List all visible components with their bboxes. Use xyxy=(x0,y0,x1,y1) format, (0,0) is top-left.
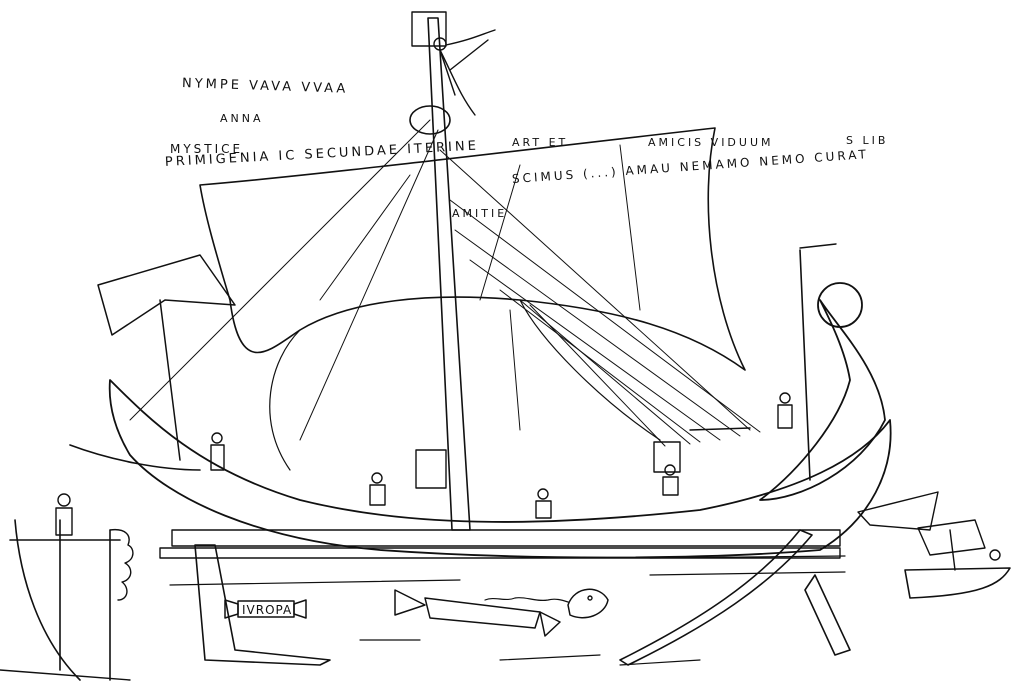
inscription-anna: ANNA xyxy=(220,112,264,125)
crew-figure xyxy=(433,37,489,96)
crew-figure xyxy=(210,432,225,471)
crew-figure xyxy=(369,472,386,506)
harbour-structure xyxy=(0,493,134,681)
crew-figure xyxy=(662,464,679,496)
rigging xyxy=(129,119,761,447)
inscription-mystice: MYSTICE xyxy=(170,142,244,156)
sea-strokes xyxy=(359,639,701,666)
main-hull xyxy=(69,379,892,586)
inscription-art-et: ART ET xyxy=(512,136,569,149)
crew-figure xyxy=(777,392,793,429)
ship-name-box: IVROPA xyxy=(224,599,307,619)
deck-structures xyxy=(415,427,751,489)
crew-figure xyxy=(535,488,552,519)
ship-name-label: IVROPA xyxy=(242,603,292,617)
stern-post xyxy=(759,243,886,501)
main-sail xyxy=(199,127,746,471)
inscription-amitie: AMITIE xyxy=(452,207,508,220)
inscription-amicis-viduum: AMICIS VIDUUM xyxy=(648,136,774,149)
inscription-s-lib: S LIB xyxy=(846,134,889,147)
artemon-sail xyxy=(97,254,236,461)
small-boat xyxy=(857,491,1011,599)
sea-creatures xyxy=(394,588,609,637)
crew-figures xyxy=(210,37,793,519)
